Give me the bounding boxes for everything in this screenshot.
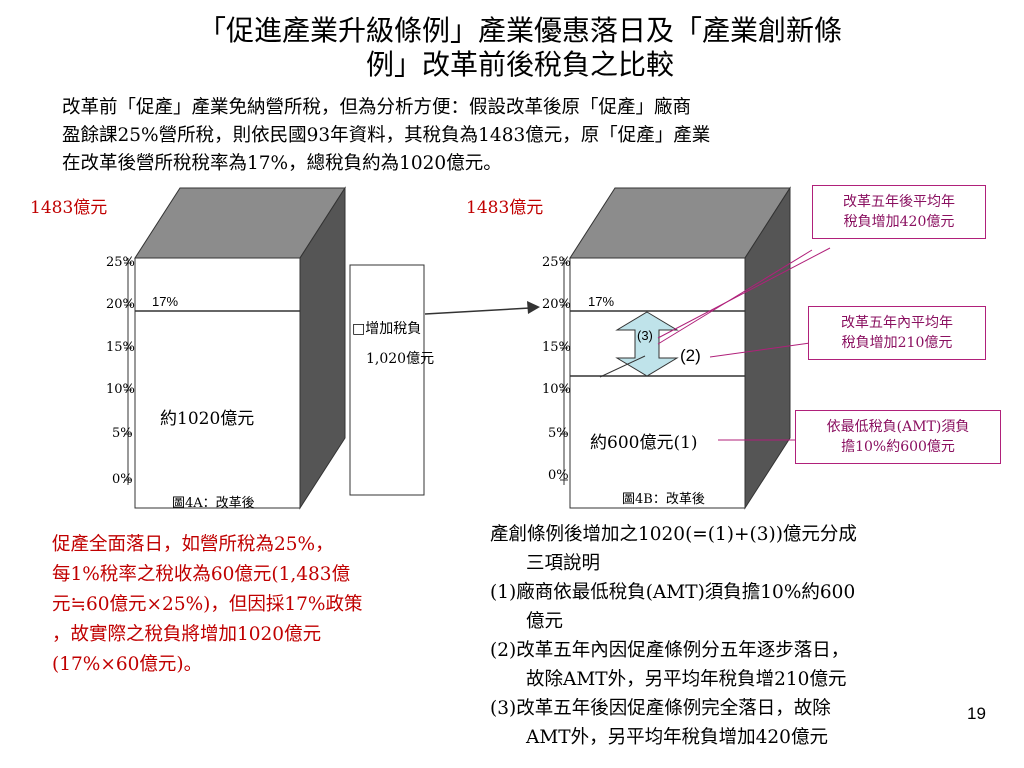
right-tick-10: 10% — [542, 382, 571, 397]
left-tick-0: 0% — [112, 472, 133, 487]
page-title: 「促進產業升級條例」產業優惠落日及「產業創新條 例」改革前後稅負之比較 — [120, 14, 920, 82]
right-tick-0: 0% — [548, 468, 569, 483]
callout-after-five-years: 改革五年後平均年 稅負增加420億元 — [812, 185, 986, 239]
intro-line-3: 在改革後營所稅稅率為17%，總稅負約為1020億元。 — [62, 153, 502, 174]
flow-arrow-head — [527, 301, 540, 314]
right-amount-label: 約600億元(1) — [590, 433, 698, 453]
bottom-left-line-5: (17%×60億元)。 — [52, 654, 203, 675]
intro-line-1: 改革前「促產」產業免納營所稅，但為分析方便：假設改革後原「促產」廠商 — [62, 97, 692, 118]
bottom-right-explanation: 產創條例後增加之1020(=(1)+(3))億元分成 三項說明 (1)廠商依最低… — [490, 520, 990, 752]
left-caption: 圖4A：改革後 — [172, 496, 255, 511]
right-box — [560, 186, 791, 510]
callout-3-line-1: 依最低稅負(AMT)須負 — [826, 419, 970, 435]
bottom-right-line-4: 億元 — [526, 611, 564, 632]
callout-2-line-2: 稅負增加210億元 — [841, 335, 953, 351]
bottom-left-line-1: 促產全面落日，如營所稅為25%， — [52, 534, 334, 555]
left-box-front — [134, 257, 301, 509]
bottom-right-line-5: (2)改革五年內因促產條例分五年逐步落日， — [490, 640, 850, 661]
middle-box-frame — [349, 264, 425, 496]
bottom-right-line-6: 故除AMT外，另平均年稅負增210億元 — [526, 669, 847, 690]
right-top-amount: 1483億元 — [466, 198, 544, 218]
leader-c2 — [709, 342, 811, 358]
left-tick-20: 20% — [106, 297, 135, 312]
double-arrow-3 — [615, 311, 679, 377]
leader-c1-a — [657, 247, 831, 339]
left-tick-5: 5% — [112, 426, 133, 441]
left-amount-label: 約1020億元 — [160, 409, 255, 429]
left-axis-ticks — [124, 262, 132, 481]
flow-arrow-line — [424, 307, 531, 315]
bottom-right-line-2: 三項說明 — [526, 553, 601, 574]
marker-3-label: (3) — [637, 328, 653, 343]
left-rate-label: 17% — [152, 294, 179, 309]
bottom-right-line-3: (1)廠商依最低稅負(AMT)須負擔10%約600 — [490, 582, 856, 603]
middle-box-line-1: □增加稅負 — [352, 321, 422, 337]
title-line-1: 「促進產業升級條例」產業優惠落日及「產業創新條 — [197, 14, 842, 47]
intro-paragraph: 改革前「促產」產業免納營所稅，但為分析方便：假設改革後原「促產」廠商 盈餘課25… — [62, 94, 962, 178]
right-tick-15: 15% — [542, 340, 571, 355]
callout-2-line-1: 改革五年內平均年 — [841, 315, 953, 331]
bottom-left-line-2: 每1%稅率之稅收為60億元(1,483億 — [52, 564, 351, 585]
left-top-amount: 1483億元 — [30, 198, 108, 218]
right-tick-5: 5% — [548, 426, 569, 441]
bottom-right-line-1: 產創條例後增加之1020(=(1)+(3))億元分成 — [490, 524, 857, 545]
callout-amt: 依最低稅負(AMT)須負 擔10%約600億元 — [795, 410, 1001, 464]
right-tick-20: 20% — [542, 297, 571, 312]
bottom-right-line-7: (3)改革五年後因促產條例完全落日，故除 — [490, 698, 831, 719]
page-number: 19 — [967, 704, 986, 723]
left-tick-25: 25% — [106, 255, 135, 270]
right-box-front — [569, 257, 746, 509]
bottom-left-note: 促產全面落日，如營所稅為25%， 每1%稅率之稅收為60億元(1,483億 元≒… — [52, 530, 432, 680]
left-box — [124, 186, 346, 510]
bottom-left-line-4: ，故實際之稅負將增加1020億元 — [52, 624, 322, 645]
right-axis-ticks — [560, 262, 568, 481]
intro-line-2: 盈餘課25%營所稅，則依民國93年資料，其稅負為1483億元，原「促產」產業 — [62, 125, 711, 146]
callout-1-line-2: 稅負增加420億元 — [843, 214, 955, 230]
leader-amt-line — [599, 355, 646, 378]
bottom-left-line-3: 元≒60億元×25%)，但因採17%政策 — [52, 594, 363, 615]
callout-1-line-1: 改革五年後平均年 — [843, 194, 955, 210]
marker-2-label: (2) — [680, 346, 701, 365]
bottom-right-line-8: AMT外，另平均年稅負增加420億元 — [526, 727, 828, 748]
left-tick-10: 10% — [106, 382, 135, 397]
middle-box-line-2: 1,020億元 — [366, 351, 435, 367]
right-rate-label: 17% — [588, 294, 615, 309]
title-line-2: 例」改革前後稅負之比較 — [365, 48, 674, 81]
leader-c1-b — [657, 249, 813, 345]
callout-within-five-years: 改革五年內平均年 稅負增加210億元 — [808, 306, 986, 360]
left-tick-15: 15% — [106, 340, 135, 355]
callout-3-line-2: 擔10%約600億元 — [841, 439, 955, 455]
right-caption: 圖4B：改革後 — [622, 492, 705, 507]
right-tick-25: 25% — [542, 255, 571, 270]
